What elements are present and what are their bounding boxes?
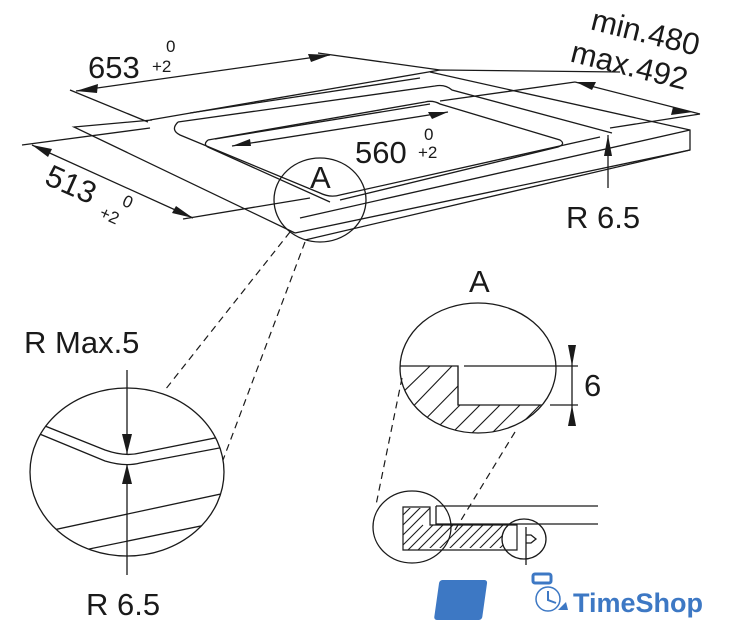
- svg-text:0: 0: [166, 37, 175, 56]
- svg-text:0: 0: [424, 125, 433, 144]
- leader-line: [222, 241, 306, 461]
- r-bottom-label: R 6.5: [86, 587, 160, 622]
- corner-radius-value: R 6.5: [566, 200, 640, 235]
- step-height-label: 6: [584, 368, 601, 403]
- detail-right-title: A: [469, 264, 490, 299]
- dim-corner-radius: R 6.5: [566, 135, 640, 235]
- section-view: [372, 490, 598, 565]
- worktop-outline: [71, 69, 691, 241]
- detail-a-label: A: [310, 160, 331, 195]
- detail-a-marker: A: [273, 157, 367, 243]
- dim-513-value: 513: [40, 158, 101, 211]
- dim-560-value: 560: [355, 135, 407, 170]
- dim-min-max: min.480 max.492: [439, 2, 703, 129]
- detail-left: R Max.5 R 6.5: [24, 325, 225, 622]
- dim-560: 560 0 +2: [231, 111, 449, 170]
- svg-text:+2: +2: [418, 143, 437, 162]
- svg-text:+2: +2: [152, 57, 171, 76]
- dim-513: 513 0 +2: [21, 127, 311, 228]
- brand-name: TimeShop: [573, 588, 703, 618]
- r-max-label: R Max.5: [24, 325, 139, 360]
- timeshop-logo: TimeShop: [434, 572, 703, 620]
- svg-text:+2: +2: [97, 203, 122, 228]
- dim-653-value: 653: [88, 50, 140, 85]
- leader-line: [454, 431, 516, 531]
- leader-line: [375, 377, 403, 506]
- dim-653: 653 0 +2: [69, 37, 441, 123]
- detail-right-a: A 6: [399, 264, 601, 434]
- svg-text:0: 0: [119, 191, 135, 212]
- shopping-bag-clock-icon: [434, 572, 568, 620]
- leader-line: [164, 231, 291, 391]
